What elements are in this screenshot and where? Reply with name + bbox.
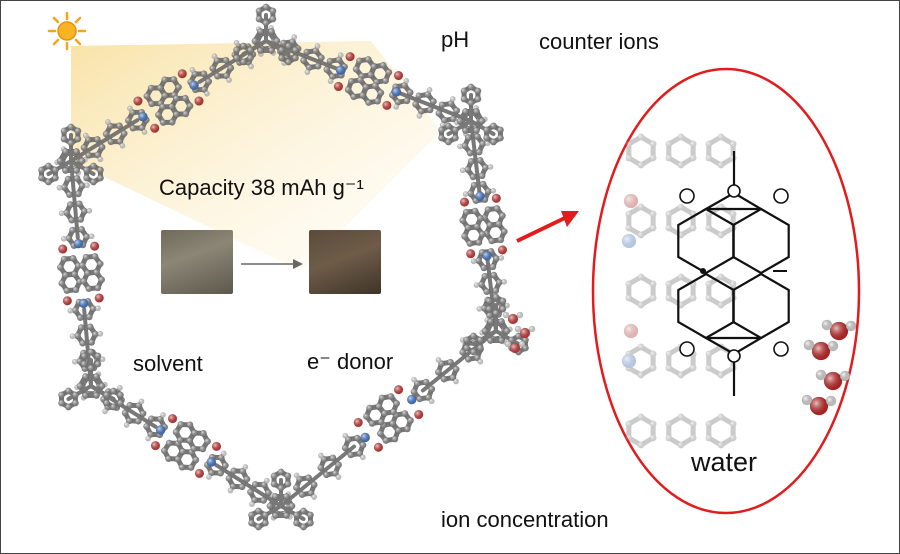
- sun-icon: [47, 11, 87, 51]
- ion-concentration-label: ion concentration: [441, 507, 609, 532]
- ph-label: pH: [441, 27, 470, 52]
- solvent-label: solvent: [133, 351, 203, 376]
- donor-label: e⁻ donor: [307, 349, 394, 374]
- film-before-photo: [161, 230, 233, 294]
- zoom-ellipse: [591, 67, 861, 515]
- water-label: water: [691, 447, 758, 477]
- capacity-label: Capacity 38 mAh g⁻¹: [159, 175, 364, 200]
- film-after-photo: [309, 230, 381, 294]
- counter-ions-label: counter ions: [539, 29, 659, 54]
- zoom-arrow-icon: [516, 214, 570, 243]
